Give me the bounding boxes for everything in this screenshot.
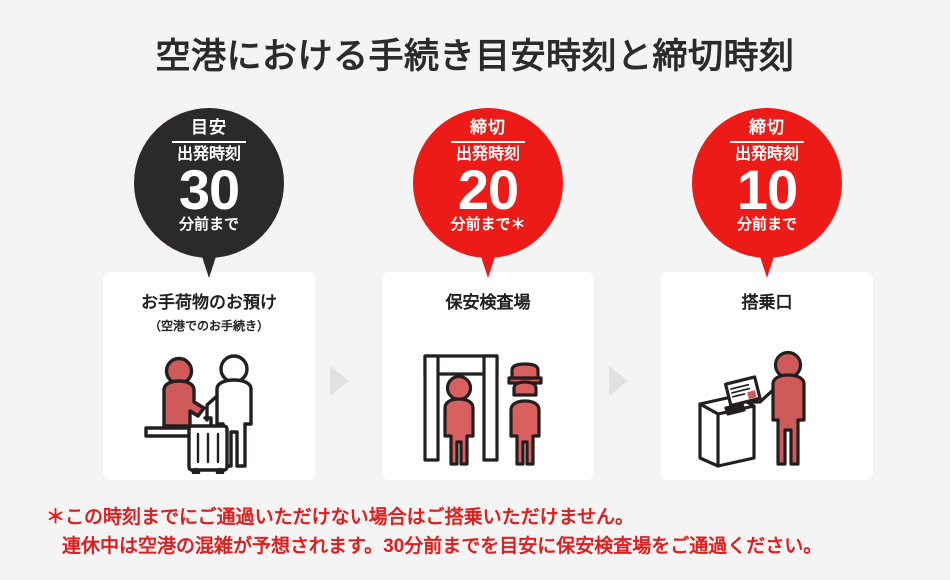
time-badge-security: 締切 出発時刻 20 分前まで＊ <box>413 108 563 258</box>
badge-wrap-1: 目安 出発時刻 30 分前まで <box>103 108 315 278</box>
footnote: ＊この時刻までにご通過いただけない場合はご搭乗いただけません。 連休中は空港の混… <box>46 503 926 562</box>
badge-minutes-value: 30 <box>178 158 240 221</box>
badge-wrap-2: 締切 出発時刻 20 分前まで＊ <box>382 108 594 278</box>
badge-divider <box>730 141 804 143</box>
card-title: 搭乗口 <box>741 293 793 312</box>
badge-until-label: 分前まで <box>736 215 797 233</box>
step-column-security: 締切 出発時刻 20 分前まで＊ 保安検査場 <box>382 108 594 480</box>
time-badge-boarding: 締切 出発時刻 10 分前まで <box>692 108 842 258</box>
badge-minutes-value: 20 <box>457 158 519 221</box>
badge-kind-label: 締切 <box>749 118 785 137</box>
card-title: お手荷物のお預け <box>141 293 277 312</box>
boarding-gate-illustration <box>661 340 873 474</box>
badge-wrap-3: 締切 出発時刻 10 分前まで <box>661 108 873 278</box>
footnote-line-2: 連休中は空港の混雑が予想されます。30分前までを目安に保安検査場をご通過ください… <box>62 536 823 558</box>
step-column-boarding: 締切 出発時刻 10 分前まで 搭乗口 <box>661 108 873 480</box>
badge-kind-label: 目安 <box>191 118 227 137</box>
badge-until-label: 分前まで＊ <box>450 215 526 233</box>
time-badge-baggage: 目安 出発時刻 30 分前まで <box>134 108 284 258</box>
badge-until-label: 分前まで <box>178 215 239 233</box>
footnote-line-1: ＊この時刻までにご通過いただけない場合はご搭乗いただけません。 <box>46 507 635 528</box>
page-title: 空港における手続き目安時刻と締切時刻 <box>155 37 795 76</box>
baggage-dropoff-illustration <box>103 340 315 474</box>
step-column-baggage: 目安 出発時刻 30 分前まで お手荷物のお預け （空港でのお手続き） <box>103 108 315 480</box>
step-card-boarding: 搭乗口 <box>661 272 873 480</box>
badge-sub-label: 出発時刻 <box>455 146 520 163</box>
badge-kind-label: 締切 <box>470 118 506 137</box>
badge-divider <box>172 141 246 143</box>
card-title: 保安検査場 <box>445 293 531 312</box>
card-subtitle: （空港でのお手続き） <box>148 319 269 333</box>
badge-sub-label: 出発時刻 <box>176 146 241 163</box>
step-arrow-1-icon <box>330 366 349 396</box>
badge-minutes-value: 10 <box>736 158 798 221</box>
steps-container: 目安 出発時刻 30 分前まで お手荷物のお預け （空港でのお手続き） <box>0 108 950 488</box>
badge-sub-label: 出発時刻 <box>734 146 799 163</box>
security-checkpoint-illustration <box>382 340 594 474</box>
step-arrow-2-icon <box>609 366 628 396</box>
badge-divider <box>451 141 525 143</box>
step-card-baggage: お手荷物のお預け （空港でのお手続き） <box>103 272 315 480</box>
step-card-security: 保安検査場 <box>382 272 594 480</box>
